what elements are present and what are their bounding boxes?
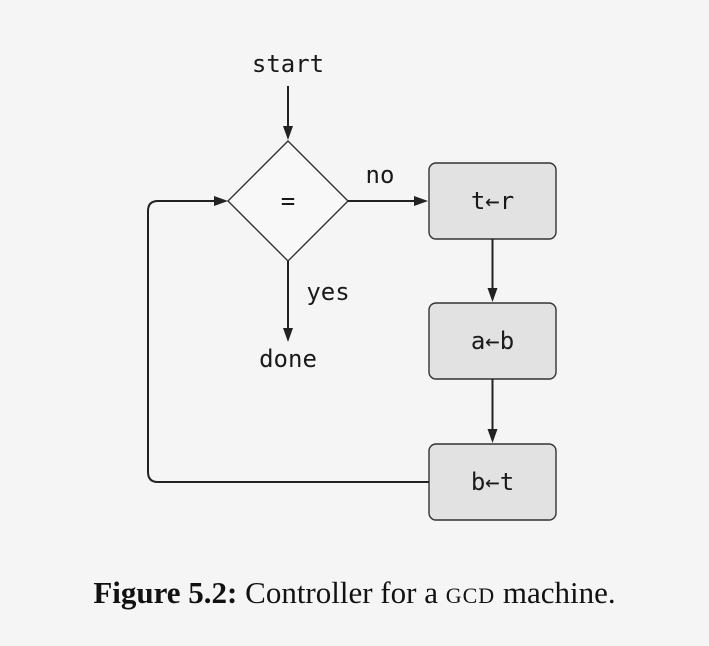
assign-t-r-label: t←r <box>471 187 514 215</box>
arrow-no-branch <box>414 196 428 206</box>
arrow-loop-back <box>214 196 228 206</box>
no-label: no <box>366 161 395 189</box>
caption-text-before: Controller for a <box>245 575 438 610</box>
figure-number: Figure 5.2: <box>93 575 238 610</box>
arrow-yes-branch <box>283 328 293 342</box>
yes-label: yes <box>306 278 349 306</box>
done-label: done <box>259 345 317 373</box>
start-label: start <box>252 50 324 78</box>
edge-loop-back <box>147 200 429 483</box>
figure-caption: Figure 5.2: Controller for a gcd machine… <box>0 575 709 611</box>
equality-test-symbol: = <box>281 187 295 215</box>
assign-a-b-label: a←b <box>471 327 514 355</box>
caption-text-after: machine. <box>502 575 616 610</box>
assign-b-t-label: b←t <box>471 468 514 496</box>
arrow-box1-to-box2 <box>487 288 498 302</box>
caption-gcd: gcd <box>445 575 496 610</box>
flowchart: start = no yes done t←r a←b b←t <box>147 50 557 521</box>
arrow-box2-to-box3 <box>487 429 498 443</box>
arrow-start-to-test <box>283 126 293 140</box>
